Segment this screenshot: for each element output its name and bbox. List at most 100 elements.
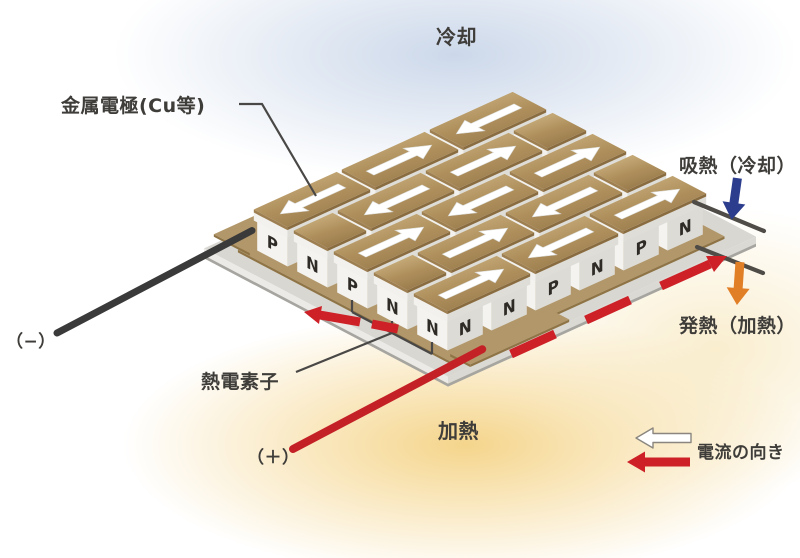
pn-letter-left: N	[306, 252, 319, 279]
plate-copper-edge	[341, 169, 376, 191]
current-arrow-icon	[455, 103, 523, 135]
pn-letter-right: N	[503, 296, 516, 322]
plate-copper-edge	[623, 193, 707, 235]
pn-letter-left: P	[267, 232, 278, 258]
current-arrow-head-icon	[706, 256, 727, 272]
plate-copper-edge	[407, 272, 447, 294]
copper-plate-top	[373, 254, 447, 291]
heat-absorb-label: 吸熱（冷却）	[679, 155, 797, 177]
current-arrow-icon	[447, 185, 515, 217]
current-arrow-shaft	[319, 310, 361, 327]
copper-plate-top	[293, 212, 367, 249]
electrode-label: 金属電極(Cu等)	[61, 95, 206, 117]
plate-copper-edge	[451, 232, 535, 274]
plate-ceramic	[333, 254, 368, 281]
pn-block-face	[377, 283, 408, 330]
negative-wire	[53, 227, 256, 337]
current-arrow-icon	[527, 227, 595, 259]
plate-ceramic	[623, 196, 707, 243]
pn-letter-right: N	[679, 216, 692, 242]
current-arrow-icon	[363, 184, 431, 216]
legend-white-arrow-icon	[635, 427, 692, 449]
plate-copper-edge	[429, 129, 464, 151]
plate-ceramic	[413, 296, 448, 323]
pn-letter-right: P	[636, 236, 647, 261]
pn-block-face	[447, 304, 483, 351]
plate-copper-edge	[513, 130, 548, 152]
plate-copper-edge	[337, 210, 372, 232]
plate-copper-edge	[287, 189, 371, 231]
pad-edge	[470, 319, 570, 367]
current-arrow-icon	[531, 186, 599, 218]
plate-copper-edge	[593, 172, 628, 194]
heat-release-arrow-icon	[726, 261, 750, 305]
plate-copper-edge	[371, 190, 455, 232]
plate-copper-edge	[543, 151, 627, 193]
plate-copper-edge	[547, 130, 587, 152]
plate-copper-edge	[539, 192, 623, 234]
plate-copper-edge	[375, 149, 459, 191]
legend-red-arrow-icon	[627, 451, 690, 473]
plate-copper-edge	[463, 109, 547, 151]
plate-copper-edge	[505, 212, 540, 234]
current-arrow-icon	[533, 146, 601, 178]
plate-ceramic	[253, 212, 288, 239]
current-arrow-icon	[365, 144, 433, 176]
plate-copper-edge	[627, 172, 667, 194]
current-arrow-icon	[357, 226, 425, 258]
plate-copper-edge	[293, 230, 328, 252]
plate-copper-edge	[367, 231, 451, 273]
plate-copper-edge	[417, 252, 452, 274]
plate-copper-edge	[501, 253, 536, 275]
current-dash-icon	[584, 295, 632, 325]
plate-copper-edge	[373, 272, 408, 294]
cold-side-level-line	[691, 199, 767, 234]
plate-ceramic	[373, 275, 408, 302]
plate-copper-edge	[327, 230, 367, 252]
positive-terminal-label: （＋）	[247, 448, 300, 468]
hot-side-level-line	[694, 244, 766, 276]
pn-block-face	[491, 284, 527, 331]
pn-block-face	[667, 204, 703, 251]
current-dash-icon	[509, 329, 557, 359]
plate-copper-edge	[589, 213, 624, 235]
heat-release-label: 発熱（加熱）	[679, 315, 797, 337]
plate-copper-edge	[447, 273, 531, 315]
plate-copper-edge	[413, 293, 448, 315]
pn-letter-right: N	[591, 256, 604, 282]
pn-block-face	[623, 224, 659, 271]
current-arrow-icon	[437, 268, 505, 300]
current-arrow-head-icon	[304, 306, 322, 324]
current-direction-legend-label: 電流の向き	[697, 443, 785, 463]
current-arrow-icon	[613, 188, 681, 220]
pn-letter-right: P	[548, 276, 559, 301]
heating-title: 加熱	[438, 419, 479, 443]
element-label: 熱電素子	[201, 371, 280, 393]
plate-copper-edge	[333, 251, 368, 273]
pn-letter-right: N	[459, 316, 472, 342]
current-arrow-icon	[441, 227, 509, 259]
plate-ceramic	[293, 233, 328, 260]
plate-copper-edge	[253, 209, 288, 231]
pn-letter-left: P	[347, 274, 358, 300]
positive-wire	[289, 345, 487, 453]
plate-copper-edge	[425, 170, 460, 192]
pn-letter-left: N	[386, 294, 399, 321]
current-arrow-icon	[449, 145, 517, 177]
current-arrow-shaft	[659, 259, 712, 291]
annotations	[239, 102, 767, 473]
pn-block-face	[337, 262, 368, 309]
plate-copper-edge	[535, 233, 619, 275]
plate-copper-edge	[421, 211, 456, 233]
plate-copper-edge	[509, 171, 544, 193]
pn-letter-left: N	[426, 315, 439, 342]
plate-copper-edge	[455, 191, 539, 233]
copper-plate-top	[513, 112, 587, 149]
current-arrow-icon	[279, 183, 347, 215]
plate-ceramic	[535, 236, 619, 283]
electrode-leader-line	[239, 102, 317, 197]
pn-block-face	[257, 220, 288, 267]
heat-absorb-arrow-icon	[722, 177, 746, 220]
